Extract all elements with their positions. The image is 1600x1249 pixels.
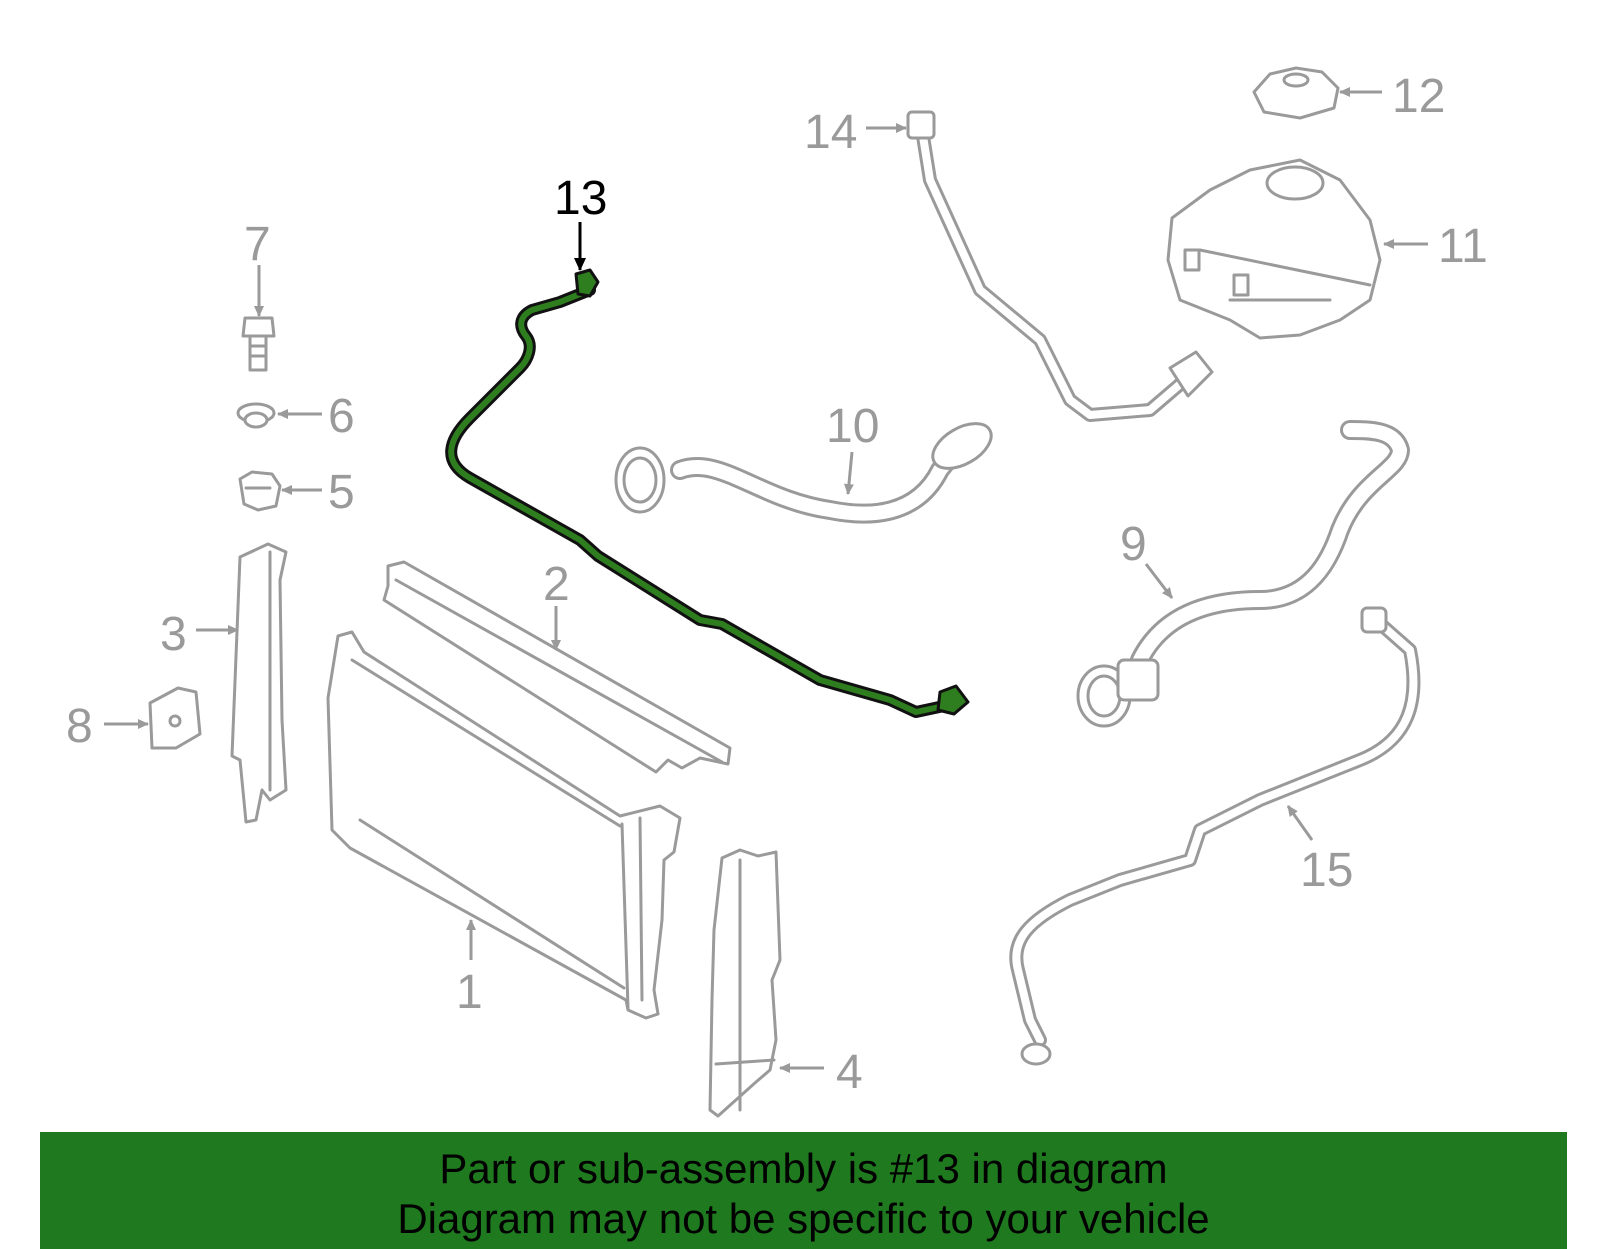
part-1-radiator bbox=[326, 630, 682, 1020]
part-12-cap bbox=[1252, 66, 1340, 120]
part-8-bracket bbox=[148, 686, 202, 750]
callout-7: 7 bbox=[244, 218, 271, 271]
banner-line-1: Part or sub-assembly is #13 in diagram bbox=[439, 1145, 1168, 1192]
callout-11: 11 bbox=[1438, 220, 1488, 273]
callout-10: 10 bbox=[826, 400, 879, 453]
callout-4: 4 bbox=[836, 1046, 863, 1099]
callout-arrows bbox=[104, 87, 1428, 1073]
part-10-hose bbox=[614, 422, 993, 524]
info-banner: Part or sub-assembly is #13 in diagram D… bbox=[40, 1132, 1567, 1249]
part-6-nut bbox=[236, 402, 276, 429]
callout-13: 13 bbox=[554, 172, 607, 225]
callout-2: 2 bbox=[543, 558, 570, 611]
callout-8: 8 bbox=[66, 700, 93, 753]
banner-line-2: Diagram may not be specific to your vehi… bbox=[397, 1195, 1210, 1242]
callout-14: 14 bbox=[804, 106, 857, 159]
part-5-clip bbox=[238, 470, 282, 512]
callout-1: 1 bbox=[456, 966, 483, 1019]
part-3-seal bbox=[230, 542, 288, 824]
part-2-seal-strip bbox=[382, 560, 732, 774]
callout-6: 6 bbox=[328, 390, 355, 443]
callout-9: 9 bbox=[1120, 518, 1147, 571]
callout-12: 12 bbox=[1392, 70, 1445, 123]
callout-15: 15 bbox=[1300, 844, 1353, 897]
callout-5: 5 bbox=[328, 466, 355, 519]
part-7-bolt bbox=[241, 316, 276, 372]
part-4-deflector bbox=[708, 848, 782, 1118]
part-15-hose bbox=[1009, 606, 1421, 1066]
part-14-hose bbox=[906, 110, 1214, 422]
callout-3: 3 bbox=[160, 608, 187, 661]
part-9-hose bbox=[1076, 420, 1410, 728]
part-11-tank bbox=[1166, 158, 1382, 340]
part-13-hose-highlighted bbox=[445, 268, 970, 718]
